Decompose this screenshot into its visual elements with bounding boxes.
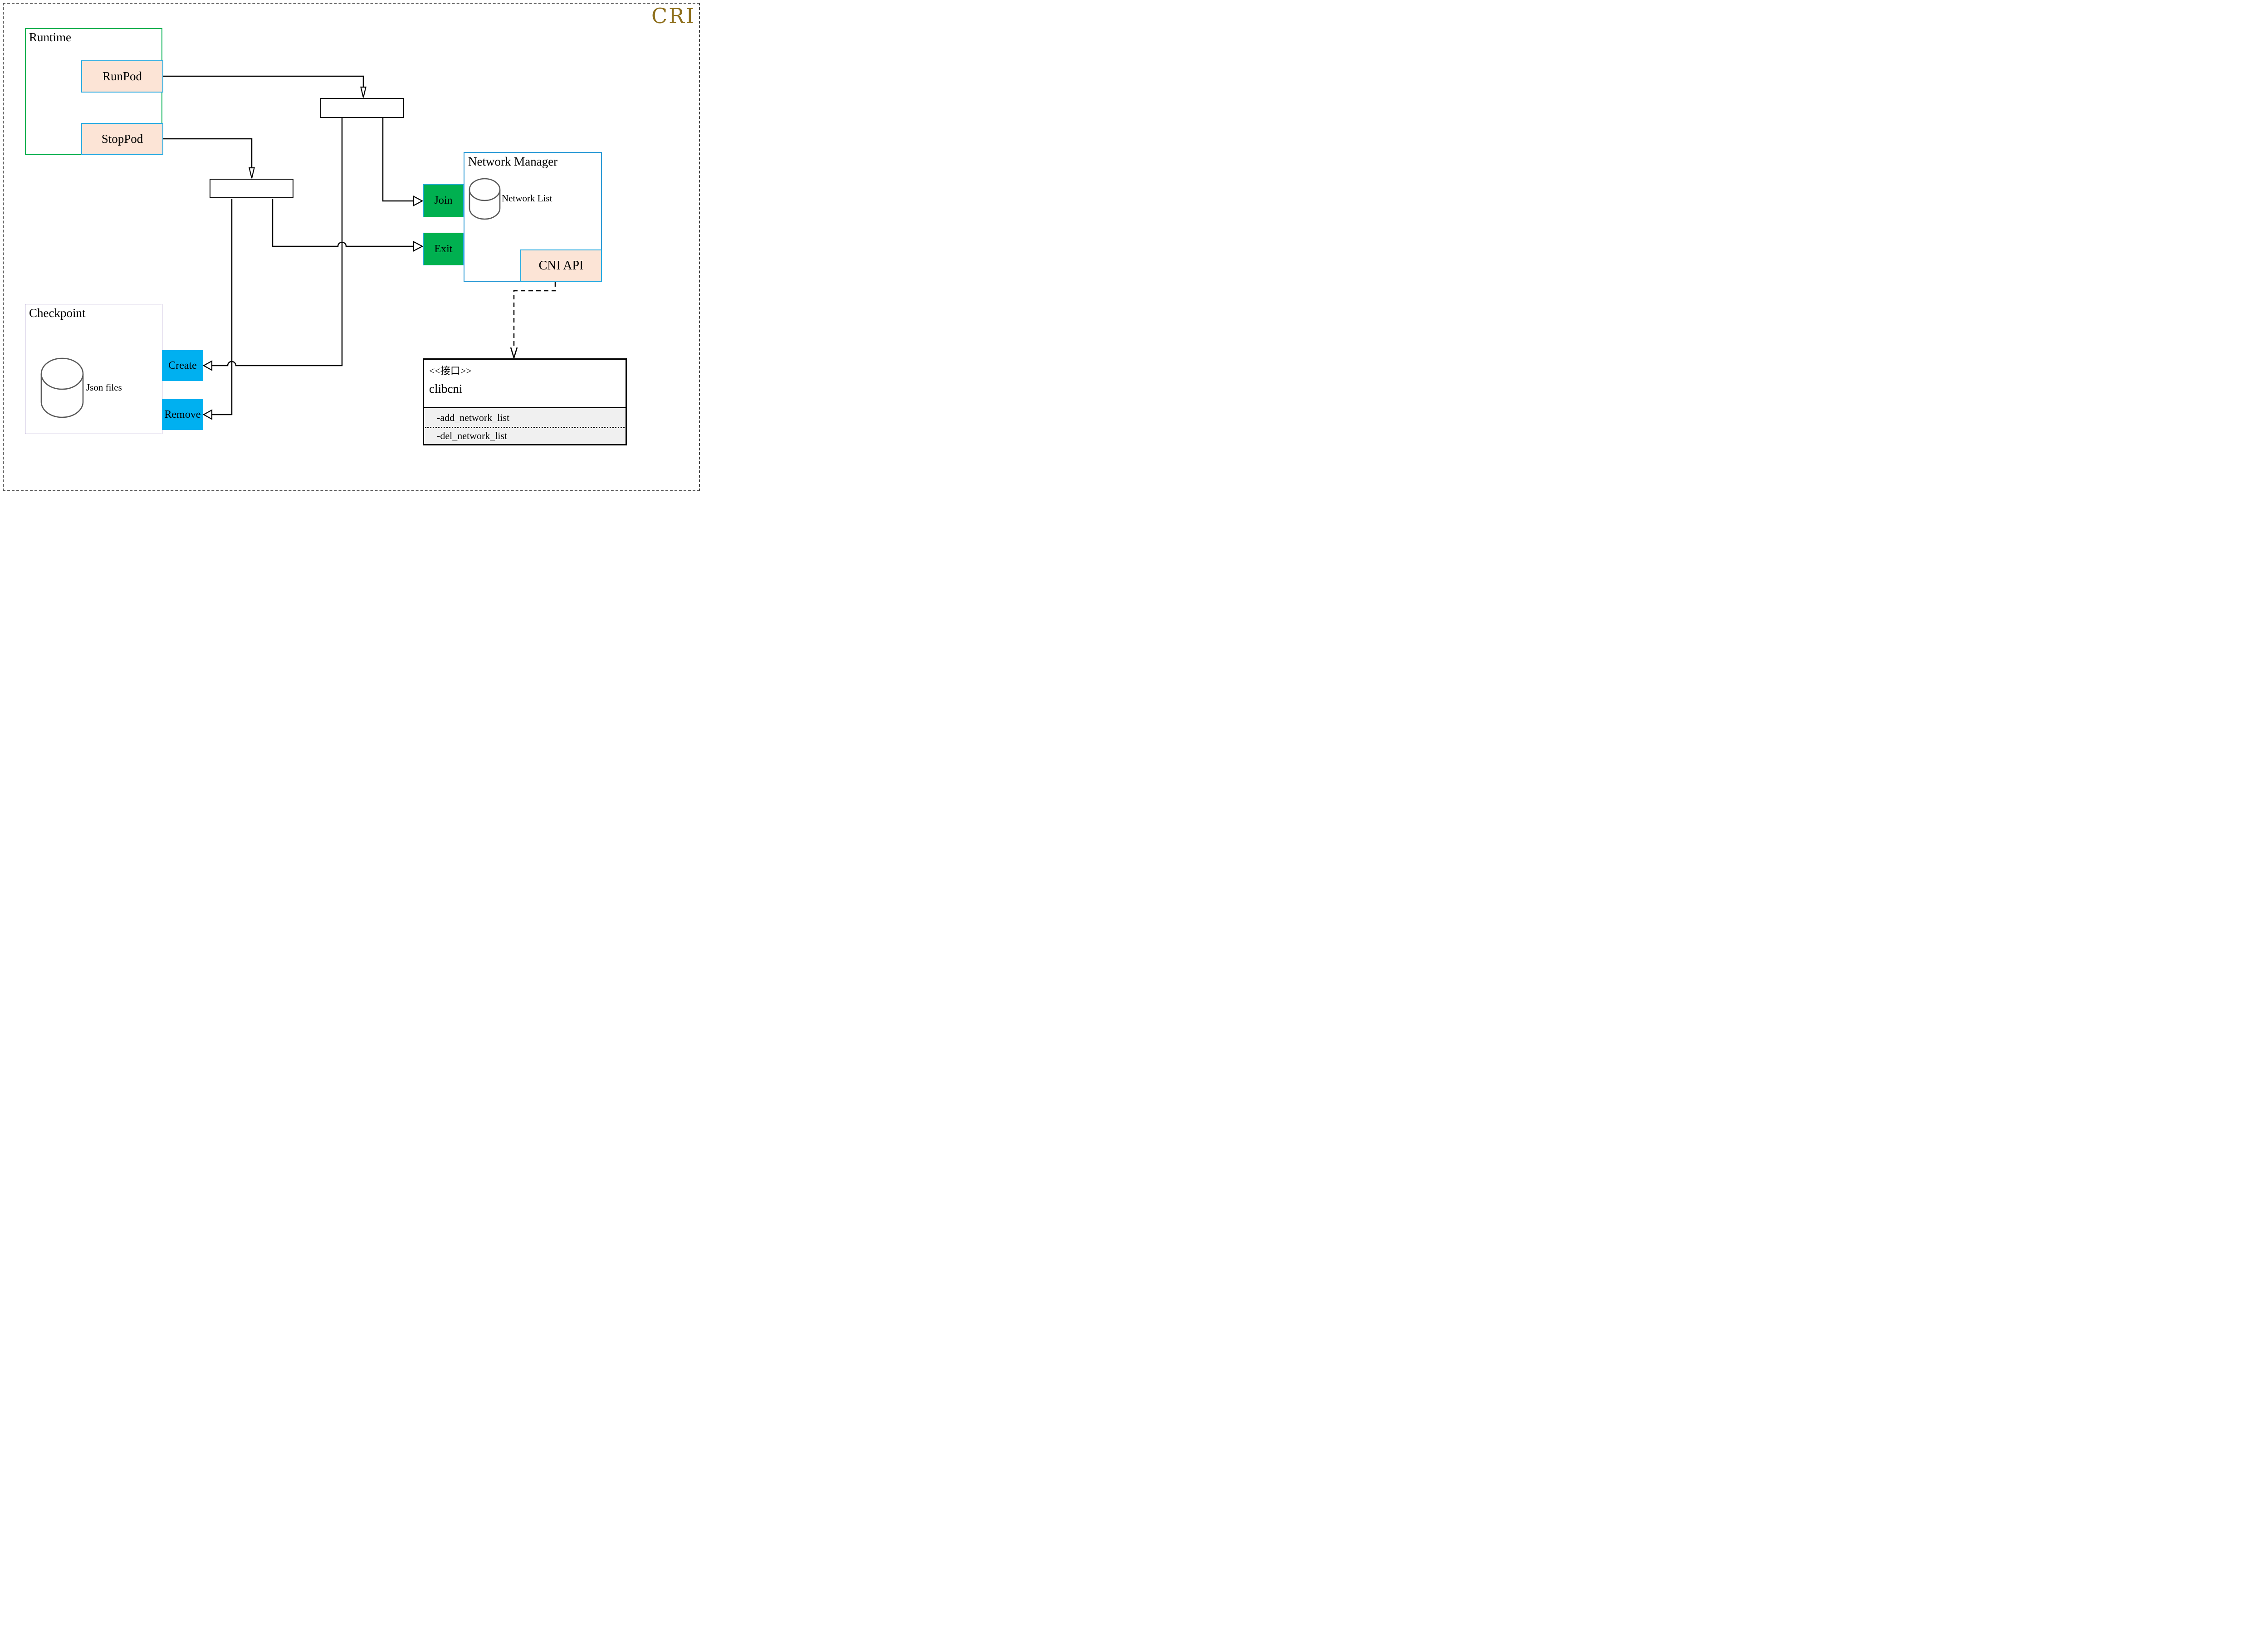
create-node: Create: [162, 350, 203, 381]
cri-architecture-diagram: CRI Runtime RunPod StopPod Network Manag…: [0, 0, 703, 494]
clibcni-stereotype: <<接口>>: [429, 365, 472, 376]
join-label: Join: [434, 195, 453, 206]
join-node: Join: [423, 184, 464, 217]
remove-node: Remove: [162, 399, 203, 430]
diagram-title: CRI: [651, 4, 695, 28]
runpod-node: RunPod: [81, 60, 163, 93]
clibcni-methods-section: -add_network_list -del_network_list: [423, 407, 627, 445]
network-manager-group-label: Network Manager: [468, 155, 558, 168]
cni-api-node: CNI API: [520, 249, 602, 282]
clibcni-method-divider: [425, 427, 625, 428]
stoppod-node: StopPod: [81, 123, 163, 155]
page-border: [3, 3, 700, 491]
json-files-label: Json files: [86, 382, 122, 393]
clibcni-method-add: -add_network_list: [437, 412, 510, 423]
create-label: Create: [168, 359, 197, 371]
exit-node: Exit: [423, 233, 464, 265]
clibcni-name: clibcni: [429, 382, 463, 396]
checkpoint-group-label: Checkpoint: [29, 306, 86, 320]
runpod-label: RunPod: [102, 69, 142, 83]
runtime-group-label: Runtime: [29, 30, 71, 44]
clibcni-method-del: -del_network_list: [437, 430, 508, 441]
junction-box-top: [320, 98, 404, 118]
remove-label: Remove: [164, 408, 201, 420]
stoppod-label: StopPod: [101, 132, 143, 146]
network-list-label: Network List: [502, 193, 552, 204]
checkpoint-group-box: [25, 304, 162, 434]
cni-api-label: CNI API: [538, 259, 584, 273]
exit-label: Exit: [434, 243, 453, 255]
junction-box-middle: [210, 179, 293, 198]
